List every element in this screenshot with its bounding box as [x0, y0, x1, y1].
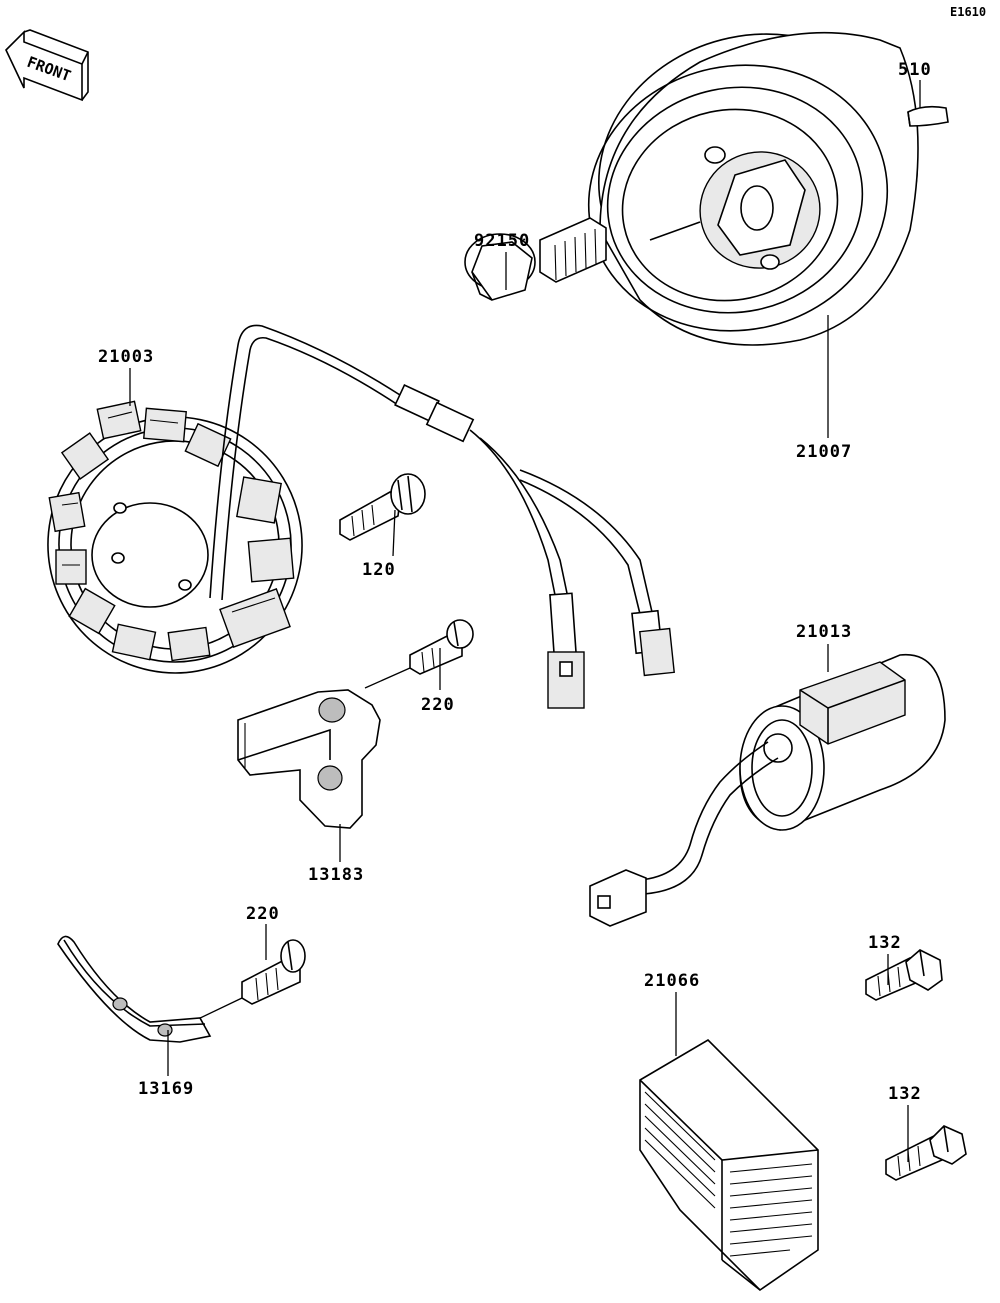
- flywheel-rotor-part: [587, 31, 919, 346]
- clamp-part: [57, 935, 212, 1043]
- bolt-220-upper-part: [364, 619, 474, 689]
- stator-harness: [209, 324, 675, 709]
- bolt-132-upper-part: [865, 949, 943, 1001]
- pickup-coil-part: [589, 653, 946, 927]
- part-number-label: 132: [868, 933, 902, 953]
- regulator-part: [639, 1038, 819, 1292]
- flange-bolt-part: [464, 217, 607, 301]
- part-number-label: 510: [898, 60, 932, 80]
- part-labels: 510 92150 21003 21007 120 220 21013 1318…: [98, 60, 932, 1104]
- part-number-label: 220: [421, 695, 455, 715]
- part-number-label: 132: [888, 1084, 922, 1104]
- part-number-label: 13183: [308, 865, 364, 885]
- plate-part: [237, 689, 381, 829]
- part-number-label: 92150: [474, 231, 530, 251]
- part-number-label: 21007: [796, 442, 852, 462]
- stator-coil-part: [47, 400, 303, 674]
- bolt-220-lower-part: [195, 939, 306, 1021]
- part-number-label: 13169: [138, 1079, 194, 1099]
- part-number-label: 21013: [796, 622, 852, 642]
- part-number-label: 120: [362, 560, 396, 580]
- diagram-code: E1610: [950, 5, 986, 19]
- part-number-label: 21003: [98, 347, 154, 367]
- part-number-label: 220: [246, 904, 280, 924]
- key-part: [907, 105, 949, 127]
- front-arrow-icon: FRONT: [5, 29, 89, 102]
- bolt-132-lower-part: [885, 1125, 967, 1181]
- part-number-label: 21066: [644, 971, 700, 991]
- leader-lines: [129, 80, 921, 1162]
- bolt-120-part: [339, 473, 426, 541]
